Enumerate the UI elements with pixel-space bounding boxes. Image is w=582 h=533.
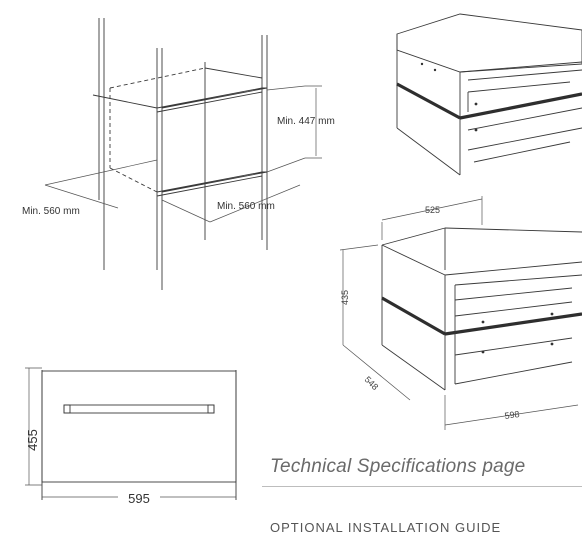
drawer-height-label: 435: [340, 290, 350, 305]
page-title: Technical Specifications page: [270, 456, 526, 477]
niche-lines: [44, 18, 322, 290]
front-height-label: 455: [25, 429, 40, 451]
left-width-label: Min. 560 mm: [22, 206, 80, 217]
drawer-front-view: [25, 367, 237, 500]
drawer-perspective-small: [396, 13, 582, 176]
height-label: Min. 447 mm: [277, 116, 335, 127]
section-heading: OPTIONAL INSTALLATION GUIDE: [270, 520, 502, 533]
right-width-label: Min. 560 mm: [217, 201, 275, 212]
front-width-label: 595: [128, 491, 150, 506]
drawer-width-front-label: 598: [504, 409, 520, 421]
drawer-perspective-dimensioned: [339, 196, 582, 430]
drawer-depth-label: 548: [363, 374, 381, 392]
title-divider: [262, 486, 582, 487]
drawer-width-top-label: 525: [425, 205, 440, 215]
